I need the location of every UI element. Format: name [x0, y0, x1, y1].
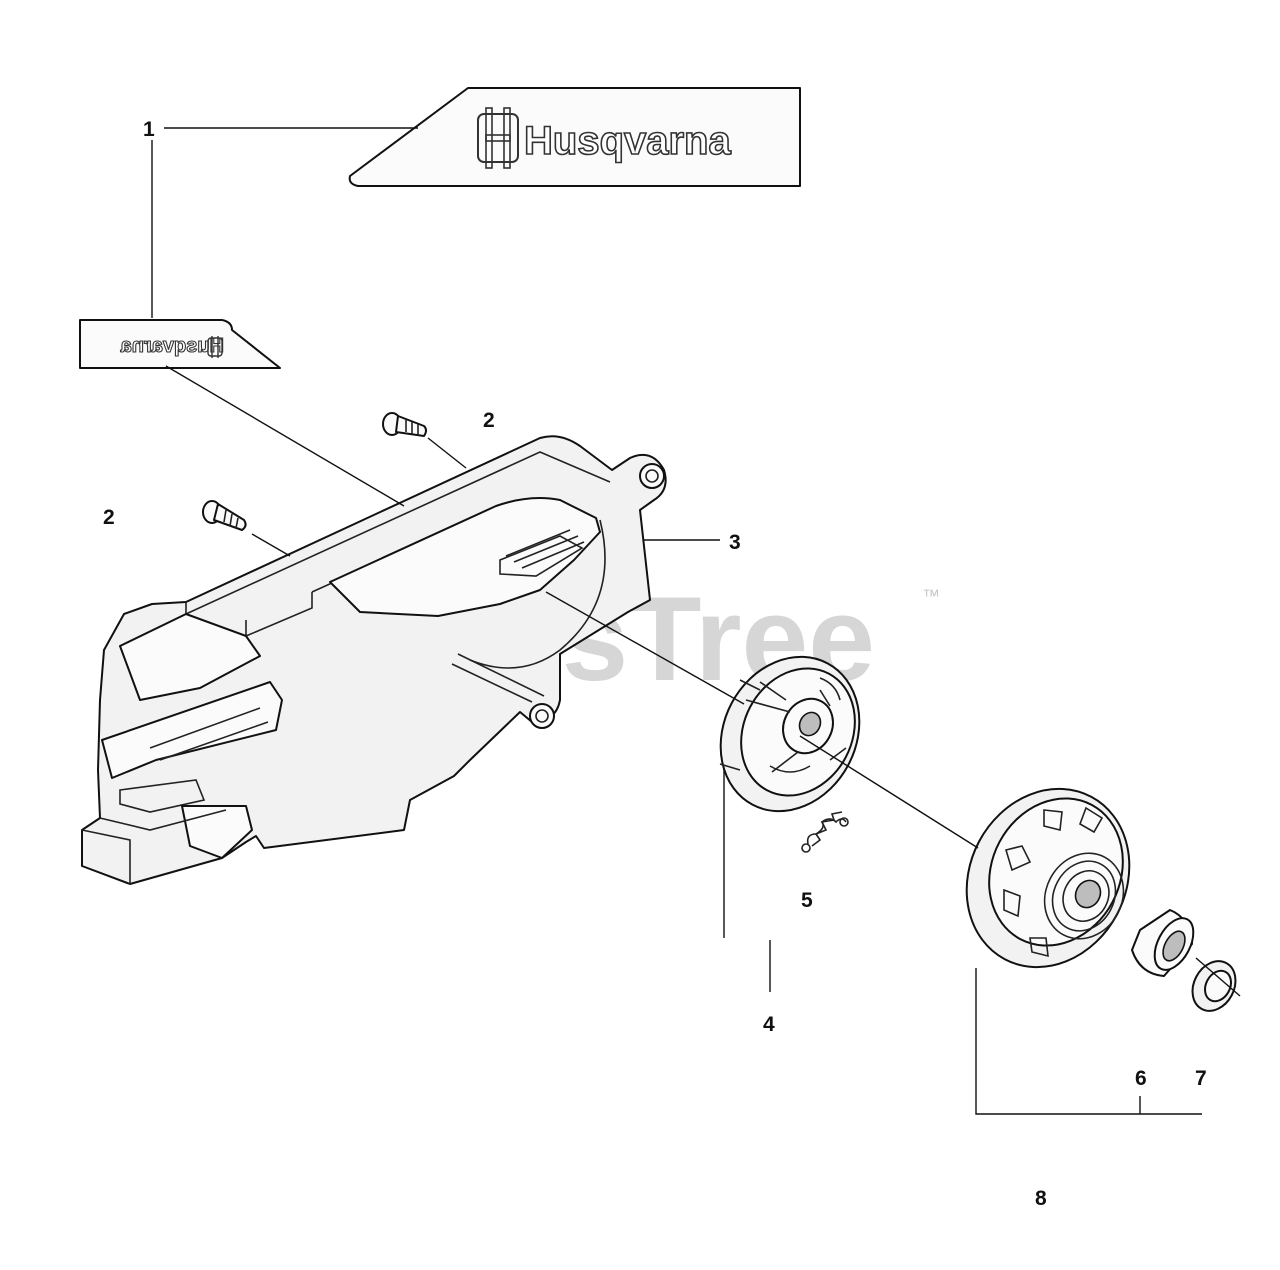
- callout-2-top[interactable]: 2: [483, 409, 495, 432]
- decal-small-text: Husqvarna: [120, 335, 224, 357]
- decal-small[interactable]: Husqvarna: [79, 319, 281, 369]
- callout-2-left[interactable]: 2: [103, 506, 115, 529]
- callout-5[interactable]: 5: [801, 889, 813, 912]
- leader-lines: [151, 127, 1241, 1115]
- decal-large[interactable]: Husqvarna: [348, 87, 801, 187]
- callout-4[interactable]: 4: [763, 1013, 775, 1036]
- clutch-cover[interactable]: [81, 435, 667, 885]
- screw-left[interactable]: [202, 500, 247, 531]
- needle-bearing[interactable]: [1131, 909, 1201, 977]
- clutch-drum[interactable]: [936, 760, 1160, 996]
- husqvarna-logo-icon: [477, 107, 519, 169]
- callouts: 1 2 2 3 4 5 6 7 8: [103, 118, 1207, 1210]
- callout-8[interactable]: 8: [1035, 1187, 1047, 1210]
- clutch-assembly[interactable]: [694, 632, 886, 835]
- callout-1[interactable]: 1: [143, 118, 155, 141]
- screw-top[interactable]: [382, 412, 427, 437]
- watermark-trademark: ™: [922, 586, 940, 606]
- callout-7[interactable]: 7: [1195, 1067, 1207, 1090]
- decal-large-text: Husqvarna: [524, 119, 731, 163]
- husqvarna-logo-small-icon: [207, 336, 223, 358]
- washer[interactable]: [1184, 954, 1244, 1019]
- callout-6[interactable]: 6: [1135, 1067, 1147, 1090]
- clutch-spring[interactable]: [801, 811, 849, 853]
- callout-3[interactable]: 3: [729, 531, 741, 554]
